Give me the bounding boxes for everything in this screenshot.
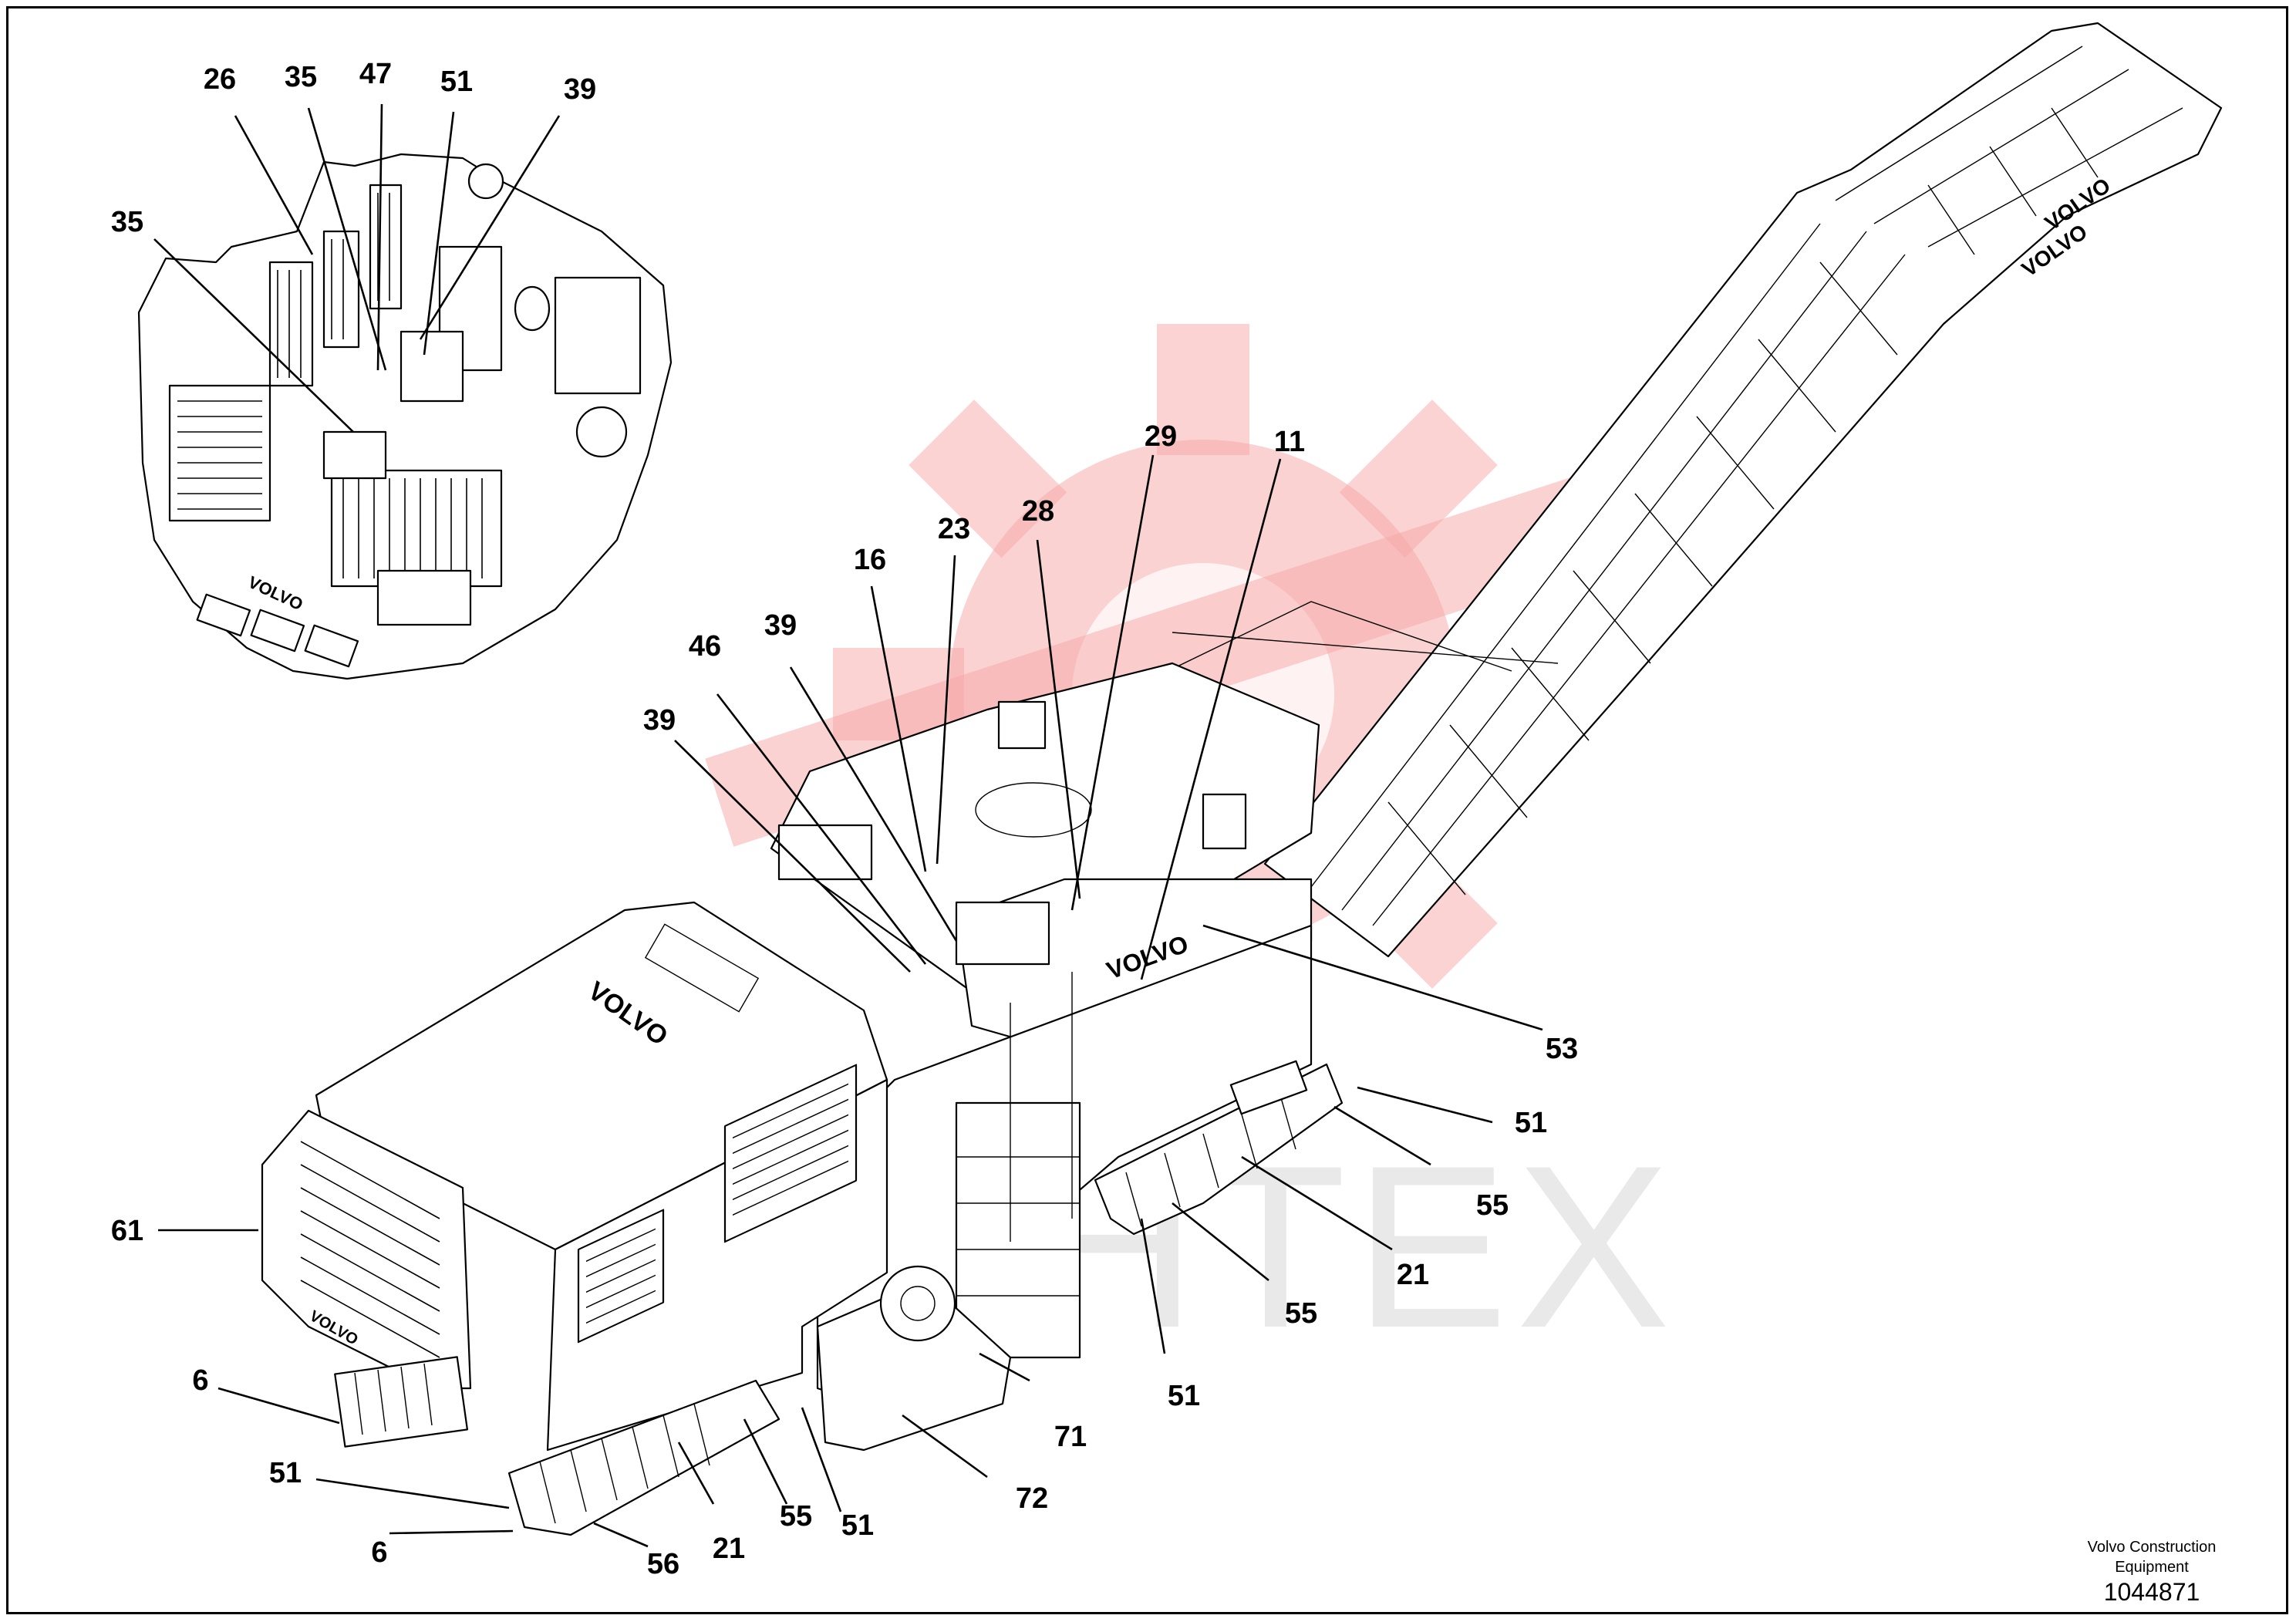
callout-label: 55 [1476,1189,1509,1222]
rear-track [1094,1060,1344,1236]
callout-label: 16 [854,544,886,576]
inset-engine-detail: VOLVO [137,153,673,680]
front-right-track [507,1379,781,1536]
drawing-frame [6,6,2288,1614]
callout-label: 21 [713,1533,745,1565]
publisher-line-2: Equipment [2115,1559,2189,1576]
callout-labels: 26 35 47 51 39 35 29 11 23 28 16 39 46 39 53 51 55 21 55 51… [111,58,1578,1580]
callout-label: 72 [1016,1482,1048,1515]
callout-label: 23 [938,513,970,545]
callout-label: 51 [1515,1107,1547,1139]
callout-label: 39 [564,73,596,106]
title-block: Volvo Construction Equipment 1044871 [2088,1539,2217,1606]
access-ladder [955,972,1081,1359]
callout-label: 51 [269,1457,302,1489]
callout-label: 51 [841,1509,874,1542]
callout-label: 51 [440,66,473,98]
cold-planer-machine: VOLVO VOLVO VOLVO VOLVO [261,22,2223,1536]
document-number: 1044871 [2104,1578,2200,1606]
callout-label: 35 [285,61,317,93]
callout-label: 6 [192,1364,208,1397]
callout-label: 39 [764,609,797,642]
callout-label: 71 [1054,1421,1087,1453]
callout-label: 55 [780,1500,812,1533]
callout-label: 26 [204,63,236,96]
callout-label: 61 [111,1215,143,1247]
callout-label: 55 [1285,1297,1317,1330]
callout-label: 53 [1546,1033,1578,1065]
callout-label: 47 [359,58,392,90]
callout-label: 39 [643,704,676,737]
callout-label: 56 [647,1548,679,1580]
front-left-track [334,1356,469,1448]
callout-label: 35 [111,206,143,238]
callout-label: 21 [1397,1259,1429,1291]
callout-label: 28 [1022,495,1054,528]
callout-label: 6 [371,1536,387,1569]
leader-lines [153,103,1543,1548]
callout-label: 46 [689,630,721,663]
callout-label: 29 [1145,420,1177,453]
callout-label: 51 [1168,1380,1200,1412]
callout-label: 11 [1274,426,1305,458]
publisher-line-1: Volvo Construction [2088,1539,2217,1556]
